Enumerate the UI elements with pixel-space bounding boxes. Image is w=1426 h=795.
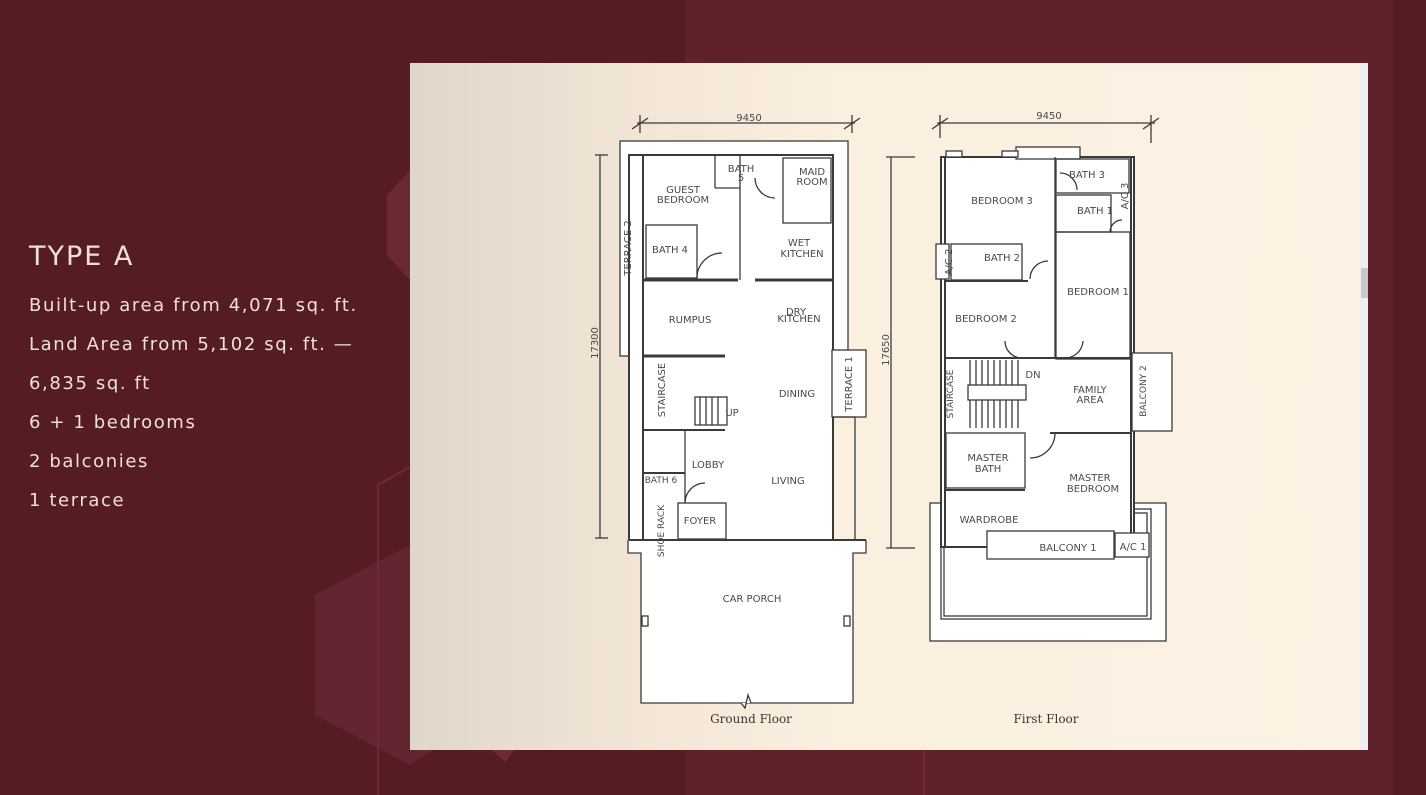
room-family-area: FAMILY — [1073, 385, 1107, 396]
room-bath6: BATH 6 — [645, 476, 678, 486]
room-lobby: LOBBY — [692, 460, 725, 471]
room-bedroom3: BEDROOM 3 — [971, 196, 1033, 207]
room-wet-kitchen-line2: KITCHEN — [780, 249, 823, 260]
room-wardrobe: WARDROBE — [960, 515, 1019, 526]
room-guest-bedroom-line2: BEDROOM — [657, 195, 709, 206]
unit-info-panel: TYPE A Built-up area from 4,071 sq. ft. … — [29, 240, 358, 520]
room-bath4: BATH 4 — [652, 245, 688, 256]
bedroom-count: 6 + 1 bedrooms — [29, 412, 197, 433]
room-bedroom2: BEDROOM 2 — [955, 314, 1017, 325]
viewer-scrollbar-thumb[interactable] — [1361, 268, 1368, 298]
room-ac1: A/C 1 — [1120, 542, 1147, 553]
room-ac3: A/C 3 — [1120, 183, 1131, 210]
stair-dn-label: DN — [1025, 370, 1040, 381]
ground-floor-caption: Ground Floor — [710, 712, 792, 726]
ff-depth-dimension: 17650 — [881, 334, 892, 366]
room-ff-staircase: STAIRCASE — [946, 369, 956, 418]
gf-width-dimension: 9450 — [736, 113, 761, 124]
land-area-max: 6,835 sq. ft — [29, 373, 151, 394]
room-maid-room: MAID — [799, 167, 825, 178]
room-living: LIVING — [771, 476, 805, 487]
stair-up-label: UP — [725, 408, 738, 419]
unit-type-title: TYPE A — [29, 241, 135, 272]
room-car-porch: CAR PORCH — [723, 594, 782, 605]
room-dry-kitchen-line2: KITCHEN — [777, 314, 820, 325]
room-dining: DINING — [779, 389, 815, 400]
room-bath1: BATH 1 — [1077, 206, 1113, 217]
room-balcony2: BALCONY 2 — [1139, 365, 1149, 417]
floorplan-viewer[interactable]: 9450 17300 GUEST BEDROOM BATH 5 MAID ROO… — [410, 63, 1368, 750]
land-area: Land Area from 5,102 sq. ft. — — [29, 334, 354, 355]
room-bath5: BATH — [728, 164, 755, 175]
room-bath3: BATH 3 — [1069, 170, 1105, 181]
gf-depth-dimension: 17300 — [590, 327, 601, 359]
terrace-count: 1 terrace — [29, 490, 126, 511]
room-family-area-line2: AREA — [1077, 395, 1104, 406]
room-dry-kitchen: DRY — [786, 307, 807, 318]
room-ac2: A/C 2 — [944, 249, 955, 276]
room-master-bedroom: MASTER — [1069, 473, 1110, 484]
room-terrace2: TERRACE 2 — [623, 220, 634, 276]
room-shoe-rack: SHOE RACK — [657, 504, 667, 557]
room-guest-bedroom: GUEST — [666, 185, 701, 196]
room-master-bath-line2: BATH — [975, 464, 1002, 475]
room-balcony1: BALCONY 1 — [1039, 543, 1096, 554]
room-bath5-line2: 5 — [738, 173, 744, 184]
room-rumpus: RUMPUS — [669, 315, 712, 326]
room-master-bedroom-line2: BEDROOM — [1067, 484, 1119, 495]
room-terrace1: TERRACE 1 — [844, 356, 855, 412]
built-up-area: Built-up area from 4,071 sq. ft. — [29, 295, 358, 316]
room-maid-room-line2: ROOM — [796, 177, 827, 188]
room-bedroom1: BEDROOM 1 — [1067, 287, 1129, 298]
balcony-count: 2 balconies — [29, 451, 150, 472]
room-wet-kitchen: WET — [788, 238, 811, 249]
floorplan-image: 9450 17300 GUEST BEDROOM BATH 5 MAID ROO… — [590, 111, 1173, 726]
room-master-bath: MASTER — [967, 453, 1008, 464]
room-staircase: STAIRCASE — [657, 363, 668, 417]
ff-width-dimension: 9450 — [1036, 111, 1061, 122]
first-floor-caption: First Floor — [1013, 712, 1078, 726]
viewer-scrollbar[interactable] — [1360, 63, 1368, 750]
room-bath2: BATH 2 — [984, 253, 1020, 264]
room-foyer: FOYER — [684, 516, 717, 527]
